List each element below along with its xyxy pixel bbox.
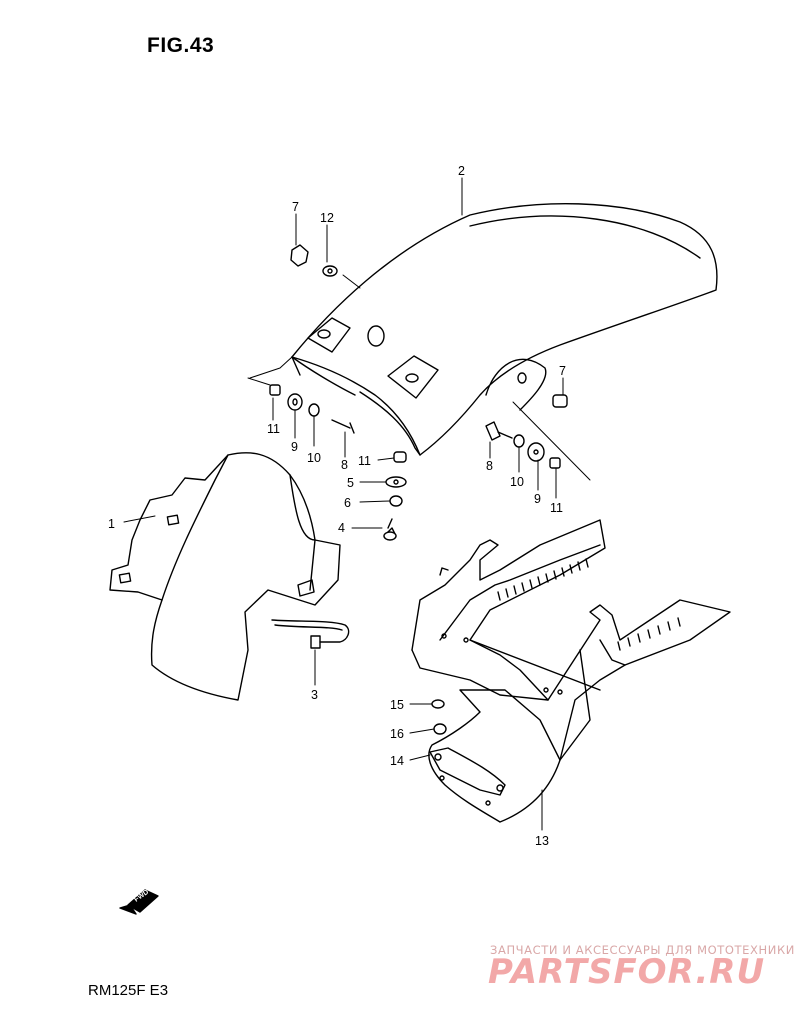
strap-part xyxy=(271,619,350,649)
callout-9: 9 xyxy=(291,440,298,454)
model-code: RM125F E3 xyxy=(88,982,169,999)
callout-10: 10 xyxy=(510,475,524,489)
callout-14: 14 xyxy=(390,754,404,768)
callout-13: 13 xyxy=(535,834,549,848)
callout-5: 5 xyxy=(347,476,354,490)
callout-11: 11 xyxy=(358,454,371,468)
number-plate-bracket-part xyxy=(411,519,731,823)
callout-15: 15 xyxy=(390,698,404,712)
rear-fender-part xyxy=(291,203,718,456)
callout-3: 3 xyxy=(311,688,318,702)
watermark-subtitle: ЗАПЧАСТИ И АКСЕССУАРЫ ДЛЯ МОТОТЕХНИКИ xyxy=(490,943,795,957)
callout-11: 11 xyxy=(550,501,563,515)
hardware-left xyxy=(269,244,447,735)
mudguard-flap-part xyxy=(109,452,341,701)
callout-4: 4 xyxy=(338,521,345,535)
callout-2: 2 xyxy=(458,164,465,178)
callout-8: 8 xyxy=(486,459,493,473)
callout-9: 9 xyxy=(534,492,541,506)
fwd-arrow-icon xyxy=(119,889,159,915)
callout-1: 1 xyxy=(108,517,115,531)
leader-lines xyxy=(123,177,591,831)
callout-12: 12 xyxy=(320,211,334,225)
mounting-plate-part xyxy=(429,747,506,796)
callout-7: 7 xyxy=(559,364,566,378)
callout-10: 10 xyxy=(307,451,321,465)
callout-11: 11 xyxy=(267,422,280,436)
callout-7: 7 xyxy=(292,200,299,214)
callout-labels: 2 7 12 7 11 9 10 8 11 5 6 4 1 3 8 10 9 1… xyxy=(108,164,566,904)
callout-16: 16 xyxy=(390,727,404,741)
hardware-right xyxy=(485,394,568,469)
callout-6: 6 xyxy=(344,496,351,510)
callout-8: 8 xyxy=(341,458,348,472)
watermark-brand: PARTSFOR.RU xyxy=(488,952,766,992)
figure-title: FIG.43 xyxy=(147,34,215,57)
